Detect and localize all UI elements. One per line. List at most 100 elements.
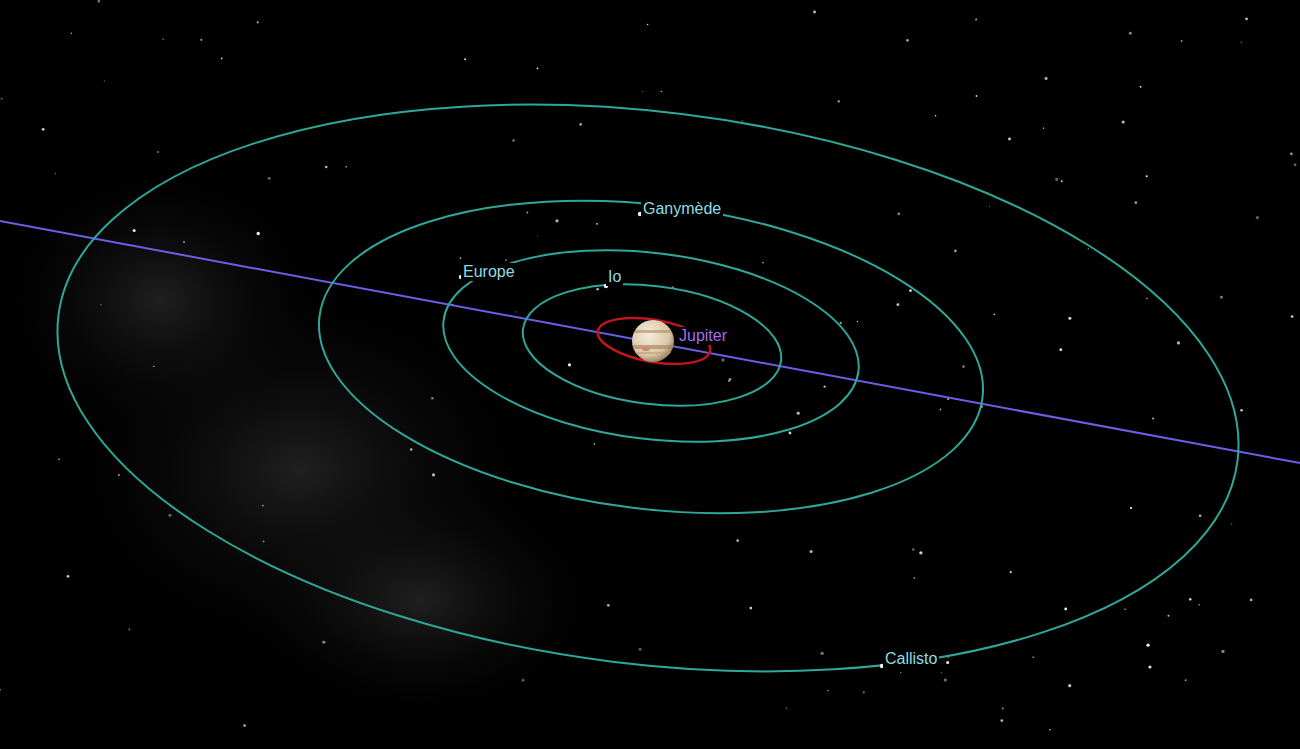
moon-label: Callisto bbox=[883, 650, 939, 668]
star bbox=[0, 689, 1, 691]
star bbox=[1064, 608, 1067, 611]
star bbox=[857, 321, 858, 322]
star bbox=[1185, 679, 1187, 681]
star bbox=[823, 386, 825, 388]
moon-label: Ganymède bbox=[641, 200, 723, 218]
star bbox=[262, 505, 264, 507]
star bbox=[1245, 17, 1248, 20]
callisto-orbit bbox=[25, 42, 1271, 735]
star bbox=[118, 474, 120, 476]
star bbox=[1177, 341, 1180, 344]
star bbox=[464, 58, 466, 60]
star bbox=[243, 724, 245, 726]
star bbox=[1181, 40, 1183, 42]
star bbox=[460, 257, 462, 259]
star bbox=[555, 219, 558, 222]
star bbox=[596, 288, 598, 290]
star bbox=[900, 672, 902, 674]
star bbox=[1, 98, 3, 100]
star bbox=[639, 648, 642, 651]
star bbox=[593, 443, 595, 445]
star bbox=[512, 139, 514, 141]
star bbox=[813, 10, 816, 13]
star bbox=[58, 458, 60, 460]
star bbox=[944, 678, 947, 681]
planet-label: Jupiter bbox=[677, 327, 729, 345]
star bbox=[1291, 315, 1294, 318]
star bbox=[515, 311, 516, 312]
star bbox=[912, 548, 915, 551]
star bbox=[1140, 86, 1142, 88]
star bbox=[954, 250, 957, 253]
io-orbit bbox=[516, 271, 788, 420]
europa-orbit bbox=[432, 228, 870, 464]
star bbox=[1148, 665, 1151, 668]
star bbox=[1008, 137, 1011, 140]
star bbox=[661, 91, 663, 93]
star bbox=[104, 80, 105, 81]
star bbox=[268, 177, 271, 180]
star bbox=[1256, 216, 1259, 219]
star bbox=[71, 33, 72, 34]
star bbox=[1059, 348, 1062, 351]
star bbox=[993, 313, 995, 315]
star bbox=[762, 262, 764, 264]
star bbox=[1189, 598, 1192, 601]
star bbox=[975, 95, 977, 97]
star bbox=[946, 661, 949, 664]
star bbox=[729, 378, 732, 381]
star bbox=[1088, 248, 1090, 250]
star bbox=[909, 289, 912, 292]
star bbox=[1000, 719, 1003, 722]
star bbox=[1241, 42, 1242, 43]
jupiter-planet bbox=[630, 320, 680, 362]
star bbox=[67, 575, 70, 578]
star bbox=[1146, 643, 1149, 646]
star bbox=[962, 365, 965, 368]
star bbox=[133, 229, 136, 232]
star bbox=[157, 151, 159, 153]
star bbox=[526, 211, 528, 213]
moon-label: Io bbox=[606, 268, 623, 286]
star bbox=[742, 120, 744, 122]
star bbox=[1130, 507, 1132, 509]
star bbox=[897, 212, 900, 215]
star bbox=[568, 363, 571, 366]
star bbox=[1146, 175, 1148, 177]
star bbox=[941, 672, 942, 673]
star bbox=[263, 541, 265, 543]
star bbox=[840, 322, 842, 324]
star bbox=[1068, 317, 1071, 320]
star bbox=[431, 397, 434, 400]
star bbox=[257, 232, 260, 235]
star bbox=[1290, 153, 1293, 156]
star bbox=[1049, 729, 1051, 731]
star bbox=[153, 366, 154, 367]
star bbox=[579, 123, 582, 126]
star bbox=[607, 604, 610, 607]
star bbox=[1010, 571, 1012, 573]
star bbox=[100, 304, 102, 306]
star bbox=[736, 539, 739, 542]
star bbox=[537, 235, 538, 236]
star bbox=[838, 100, 840, 102]
star bbox=[128, 628, 130, 630]
star bbox=[989, 206, 990, 207]
star bbox=[906, 39, 909, 42]
moon-orbits bbox=[25, 42, 1271, 735]
star bbox=[345, 166, 347, 168]
star bbox=[789, 432, 792, 435]
star bbox=[1168, 615, 1170, 617]
star bbox=[1122, 121, 1125, 124]
star bbox=[200, 39, 202, 41]
star bbox=[1129, 32, 1132, 35]
star bbox=[505, 259, 507, 261]
star bbox=[810, 550, 813, 553]
star bbox=[821, 652, 824, 655]
star bbox=[642, 91, 643, 92]
star bbox=[1134, 201, 1137, 204]
star bbox=[827, 690, 828, 691]
star bbox=[1146, 297, 1148, 299]
star bbox=[55, 173, 57, 175]
